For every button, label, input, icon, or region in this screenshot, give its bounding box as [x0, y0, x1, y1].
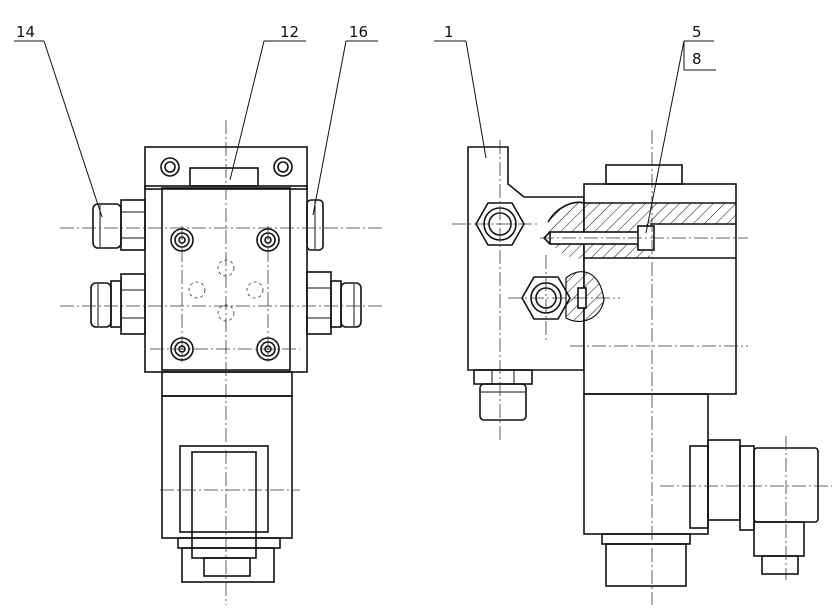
plug-base — [753, 521, 805, 557]
housing-base — [177, 537, 281, 549]
left-fitting-lower — [90, 273, 146, 335]
solenoid-ring — [601, 533, 691, 545]
label-8: 8 — [692, 50, 702, 68]
flange-bolt-hole-right — [273, 157, 293, 177]
label-14: 14 — [16, 23, 35, 41]
plug-gland — [689, 445, 709, 529]
bottom-nut — [203, 557, 251, 577]
connector-body — [179, 445, 269, 533]
label-12: 12 — [280, 23, 299, 41]
mounting-bracket — [467, 146, 585, 371]
label-5: 5 — [692, 23, 702, 41]
bottom-fitting — [479, 383, 527, 421]
flange-bolt-hole-left — [160, 157, 180, 177]
bottom-cap — [181, 547, 275, 583]
side-view — [452, 130, 832, 605]
left-fitting-upper — [92, 199, 146, 251]
bottom-fitting-nut — [473, 369, 533, 385]
leaders-left — [14, 40, 378, 218]
right-fitting-lower — [306, 271, 362, 335]
plug-screw — [761, 555, 799, 575]
plug-neck — [707, 439, 741, 521]
plug-collar — [739, 445, 755, 531]
right-fitting-upper — [306, 199, 324, 251]
coil-collar — [161, 371, 293, 397]
solenoid-cap — [605, 543, 687, 587]
top-plug — [189, 167, 259, 187]
plate-bolts — [170, 228, 280, 361]
label-16: 16 — [349, 23, 368, 41]
label-1: 1 — [444, 23, 454, 41]
top-cap — [605, 164, 683, 185]
leaders-right — [434, 40, 716, 234]
connector-plug — [191, 451, 257, 559]
front-view — [60, 120, 385, 605]
solenoid-housing — [161, 395, 293, 539]
